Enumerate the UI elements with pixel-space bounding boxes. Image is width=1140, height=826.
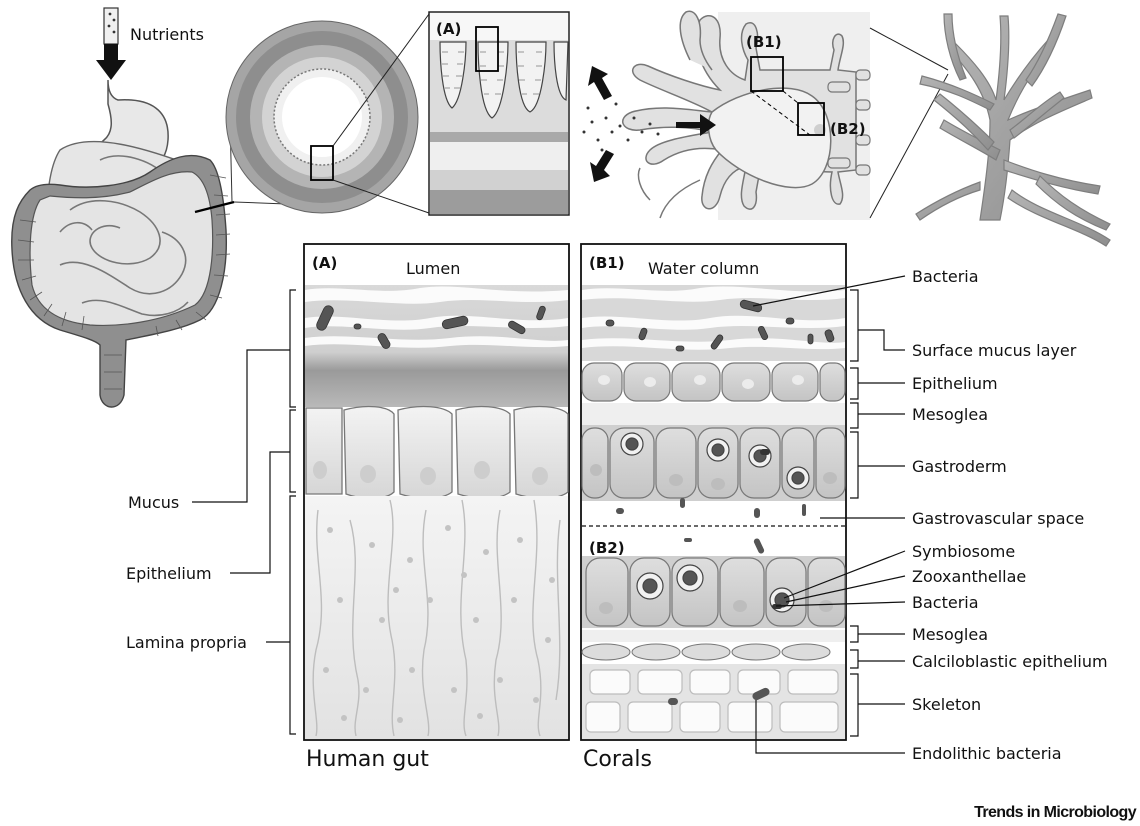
outflow-arrow-down-icon: [590, 150, 614, 182]
corals-caption: Corals: [583, 747, 652, 772]
mucus-label: Mucus: [128, 493, 179, 512]
calciloblastic-epithelium-label: Calciloblastic epithelium: [912, 652, 1108, 671]
digestive-tract-illustration: [11, 7, 235, 408]
gut-cross-section: [225, 20, 419, 214]
panel-a-tag: (A): [312, 254, 337, 272]
lumen-label: Lumen: [406, 259, 460, 278]
coral-colony-illustration: [915, 13, 1111, 247]
panel-b-brackets: [752, 275, 906, 754]
symbiosome-label: Symbiosome: [912, 542, 1015, 561]
epithelium-label: Epithelium: [126, 564, 212, 583]
nutrients-label: Nutrients: [130, 25, 204, 44]
panel-a-brackets: [192, 289, 296, 735]
inset-b2-tag: (B2): [830, 120, 866, 138]
human-gut-panel: [303, 243, 570, 741]
water-column-label: Water column: [648, 259, 759, 278]
gastroderm-label: Gastroderm: [912, 457, 1007, 476]
feeding-arrow-icon: [676, 114, 716, 136]
bacteria-b2-label: Bacteria: [912, 593, 979, 612]
zoom-box-b2: [797, 102, 825, 136]
mesoglea-b2-label: Mesoglea: [912, 625, 988, 644]
inset-b1-tag: (B1): [746, 33, 782, 51]
panel-b2-tag: (B2): [589, 539, 625, 557]
coral-polyp-illustration: [582, 10, 871, 220]
villi-inset: [428, 11, 570, 216]
nutrient-arrow-icon: [96, 44, 126, 80]
zoom-box-a: [310, 145, 334, 181]
panel-b1-tag: (B1): [589, 254, 625, 272]
coral-epithelium-label: Epithelium: [912, 374, 998, 393]
surface-mucus-layer-label: Surface mucus layer: [912, 341, 1077, 360]
coral-panel: [580, 243, 847, 741]
outflow-arrow-up-icon: [588, 66, 612, 100]
endolithic-bacteria-label: Endolithic bacteria: [912, 744, 1062, 763]
journal-brand: Trends in Microbiology: [974, 804, 1137, 821]
gastrovascular-space-label: Gastrovascular space: [912, 509, 1084, 528]
lamina-propria-label: Lamina propria: [126, 633, 247, 652]
inset-a-tag: (A): [436, 20, 461, 38]
human-gut-caption: Human gut: [306, 747, 429, 772]
zooxanthellae-label: Zooxanthellae: [912, 567, 1026, 586]
zoom-box-b1: [750, 56, 784, 92]
bacteria-label: Bacteria: [912, 267, 979, 286]
mesoglea-label: Mesoglea: [912, 405, 988, 424]
skeleton-label: Skeleton: [912, 695, 981, 714]
